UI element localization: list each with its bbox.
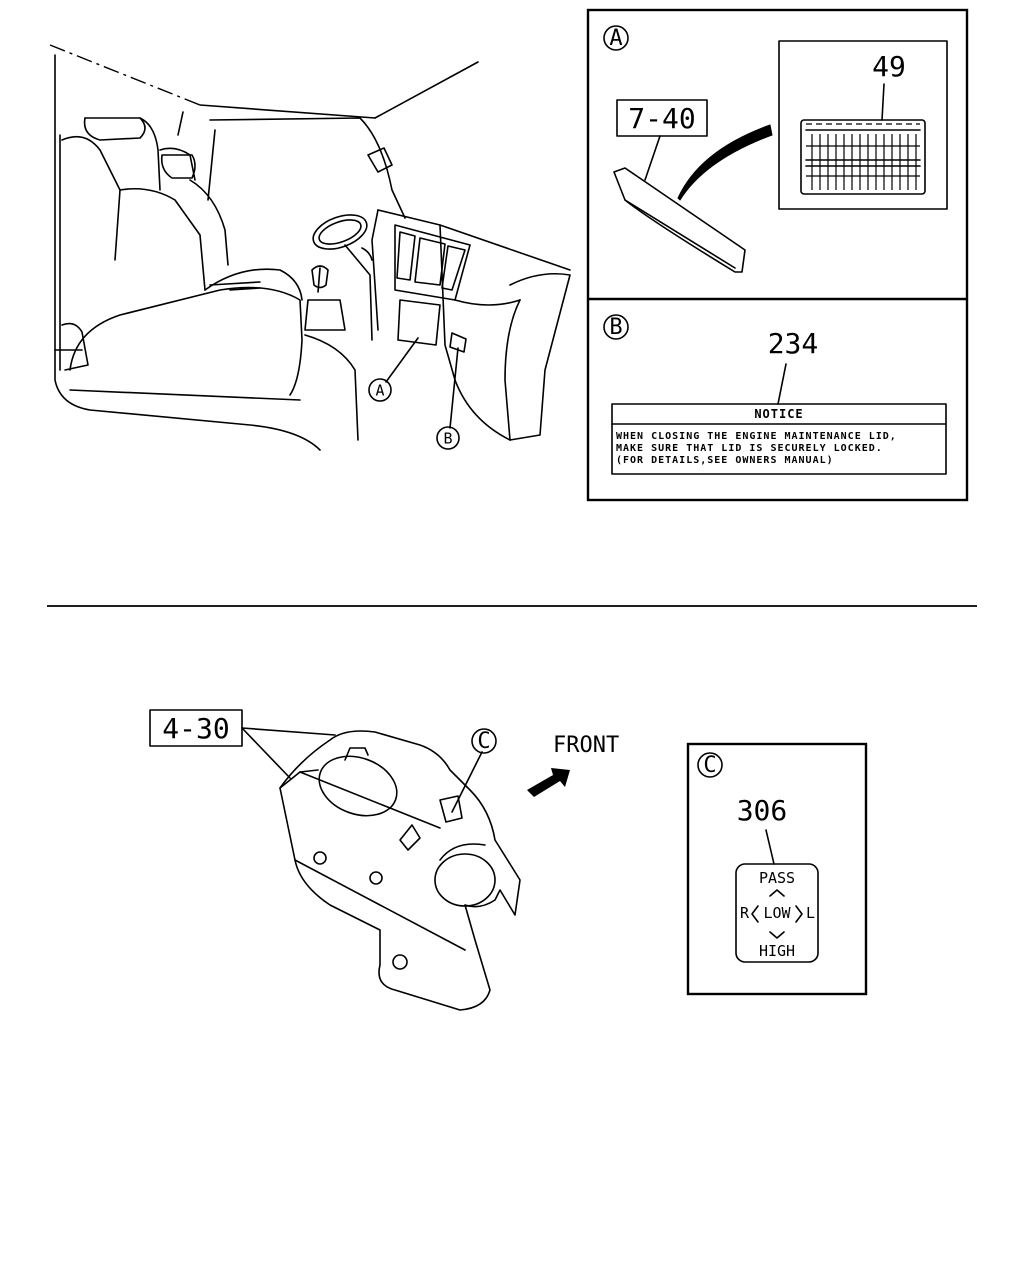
part-ref-7-40: 7-40 [628, 102, 695, 135]
panel-a-callout: A [609, 26, 622, 51]
panel-b-callout: B [609, 315, 622, 340]
dimmer-switch-label: PASS R LOW L HIGH [735, 863, 819, 963]
notice-title: NOTICE [754, 407, 803, 421]
notice-line-3: (FOR DETAILS,SEE OWNERS MANUAL) [616, 455, 834, 466]
part-no-234: 234 [768, 327, 819, 360]
part-no-49: 49 [872, 50, 906, 83]
part-ref-box-7-40 [616, 99, 708, 137]
detail-pointer-arrow [677, 124, 773, 201]
callout-a-label: A [375, 382, 384, 400]
combination-switch-illustration: 4-30 C FRONT [149, 709, 619, 1011]
part-ref-4-30: 4-30 [162, 712, 229, 745]
detail-panel-c: C 306 PASS R LOW L HIGH [686, 742, 868, 996]
detail-panel-b: B 234 NOTICE WHEN CLOSING THE ENGINE MAI… [603, 314, 947, 475]
label-r: R [740, 904, 750, 922]
label-l: L [806, 904, 815, 922]
lid-part-drawing [613, 167, 746, 273]
notice-label: NOTICE WHEN CLOSING THE ENGINE MAINTENAN… [611, 403, 947, 475]
callout-b-label: B [443, 430, 452, 448]
panel-c-callout: C [703, 753, 716, 778]
label-high: HIGH [759, 942, 795, 960]
callout-c-label: C [477, 729, 490, 754]
label-pass: PASS [759, 869, 795, 887]
front-arrow-icon [527, 768, 570, 797]
detail-panel-a: A 7-40 49 [603, 25, 948, 273]
label-low: LOW [763, 904, 791, 922]
label-49-drawing [800, 119, 926, 195]
notice-line-1: WHEN CLOSING THE ENGINE MAINTENANCE LID, [616, 431, 897, 442]
part-no-306: 306 [737, 794, 788, 827]
front-label: FRONT [553, 733, 619, 758]
cab-interior-illustration: A B [49, 44, 571, 451]
notice-line-2: MAKE SURE THAT LID IS SECURELY LOCKED. [616, 443, 883, 454]
detail-panel-ab: A 7-40 49 [586, 8, 969, 502]
